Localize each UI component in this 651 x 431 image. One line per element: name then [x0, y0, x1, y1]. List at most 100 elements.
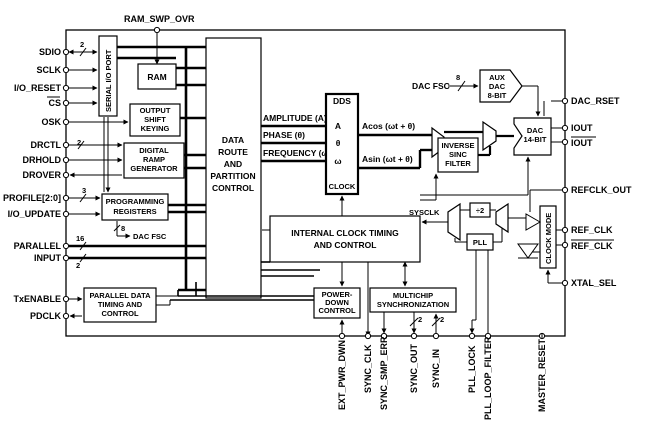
block-label: KEYING	[141, 124, 170, 133]
block-label: CONTROL	[212, 183, 254, 193]
clock-mux-2	[495, 202, 509, 234]
signal-dac-fsc-left: DAC FSC	[133, 232, 167, 241]
pin-pdclk: PDCLK	[30, 311, 61, 321]
block-label: PROGRAMMING	[106, 197, 165, 206]
bus-width-profile: 3	[82, 186, 86, 195]
bottom-wires	[339, 312, 543, 338]
pin-iout-bar: IOUT	[571, 138, 593, 148]
block-label: DOWN	[325, 298, 349, 307]
pin-io-reset: I/O_RESET	[14, 83, 62, 93]
thick-buses	[69, 45, 206, 292]
signal-amplitude: AMPLITUDE (A)	[263, 113, 327, 123]
bus-width-parallel-2: 2	[76, 261, 80, 270]
block-label: CLOCK MODE	[544, 213, 553, 264]
pin-sdio: SDIO	[39, 47, 61, 57]
drg-block: DIGITAL RAMP GENERATOR	[123, 142, 185, 179]
buffer-symbol	[525, 213, 542, 231]
pin-sync-smp-err: SYNC_SMP_ERR	[379, 336, 389, 410]
pin-drover: DROVER	[22, 170, 61, 180]
signal-dac-fsc: DAC FSC	[412, 81, 450, 91]
block-label: SYNCHRONIZATION	[377, 300, 449, 309]
dds-phase-port: θ	[336, 138, 341, 148]
block-label: SINC	[449, 150, 468, 159]
pin-ref-clk-bar: REF_CLK	[571, 241, 613, 251]
dac-14bit-block: DAC 14-BIT	[513, 117, 552, 156]
pin-pll-lock: PLL_LOCK	[467, 345, 477, 393]
pin-ram-swp-ovr: RAM_SWP_OVR	[124, 14, 195, 65]
block-label: RAM	[147, 72, 166, 82]
bus-width-drctl: 2	[77, 138, 81, 147]
bus-width-prog-out: 8	[121, 224, 125, 233]
block-label: AND	[224, 159, 242, 169]
pdt-wires	[69, 295, 178, 319]
chip-outline	[65, 29, 566, 337]
signal-sysclk: SYSCLK	[409, 208, 440, 217]
block-label: CONTROL	[101, 309, 138, 318]
pll-wires	[421, 209, 526, 336]
serial-wires	[68, 47, 98, 106]
block-label: SERIAL I/O PORT	[104, 49, 113, 112]
control-feedback-lines	[170, 261, 320, 301]
pin-osk: OSK	[41, 117, 61, 127]
block-label: DIGITAL	[139, 146, 169, 155]
osk-block: OUTPUT SHIFT KEYING	[129, 103, 181, 137]
pin-refclk-out: REFCLK_OUT	[571, 185, 632, 195]
block-label: DAC	[527, 126, 544, 135]
block-label: AND CONTROL	[314, 240, 377, 250]
dds-amplitude-port: A	[335, 121, 341, 131]
block-label: FILTER	[445, 159, 471, 168]
block-label: PLL	[473, 238, 488, 247]
block-label: AUX	[489, 73, 505, 82]
bus-slashes	[79, 241, 87, 263]
signal-phase: PHASE (θ)	[263, 130, 305, 140]
dac-out-wires	[543, 100, 562, 143]
signal-asin: Asin (ωt + θ)	[362, 154, 413, 164]
clock-mux	[447, 202, 461, 242]
pin-iout: IOUT	[571, 123, 593, 133]
pin-pll-loop-filter: PLL_LOOP_FILTER	[483, 336, 493, 420]
block-label: DAC	[489, 82, 506, 91]
block-label: 8-BIT	[488, 91, 507, 100]
right-pins	[561, 97, 569, 287]
bus-width-sdio: 2	[80, 40, 84, 49]
block-label: DATA	[222, 135, 244, 145]
internal-clock-block: INTERNAL CLOCK TIMING AND CONTROL	[269, 215, 421, 263]
bus-width-aux: 8	[456, 73, 460, 82]
pin-sync-clk: SYNC_CLK	[363, 344, 373, 393]
block-label: INVERSE	[442, 141, 475, 150]
pin-xtal-sel: XTAL_SEL	[571, 278, 617, 288]
block-label: SHIFT	[144, 115, 166, 124]
block-label: PARTITION	[210, 171, 255, 181]
pin-cs: CS	[48, 98, 61, 108]
dds-outputs	[358, 133, 432, 170]
power-down-block: POWER- DOWN CONTROL	[313, 287, 361, 319]
left-pins	[62, 48, 70, 320]
block-label: 14-BIT	[524, 135, 547, 144]
dds-input-buses	[261, 124, 326, 163]
pin-io-update: I/O_UPDATE	[8, 209, 61, 219]
data-route-block: DATA ROUTE AND PARTITION CONTROL	[205, 37, 262, 299]
bus-width-sync-in: 2	[440, 315, 444, 324]
pin-sync-in: SYNC_IN	[431, 349, 441, 388]
pin-sclk: SCLK	[37, 65, 62, 75]
aux-wires	[448, 80, 541, 117]
pin-master-reset: MASTER_RESET	[537, 338, 547, 412]
pin-drctl: DRCTL	[31, 140, 62, 150]
block-label: TIMING AND	[98, 300, 143, 309]
block-label: ROUTE	[218, 147, 248, 157]
pll-block: PLL	[466, 233, 494, 251]
pin-dac-rset: DAC_RSET	[571, 96, 620, 106]
left-wires	[69, 117, 131, 239]
pin-drhold: DRHOLD	[23, 155, 62, 165]
mux-symbol-dac	[482, 120, 497, 152]
pin-sync-out: SYNC_OUT	[409, 343, 419, 393]
pin-label: RAM_SWP_OVR	[124, 14, 195, 24]
signal-frequency: FREQUENCY (ω)	[263, 148, 332, 158]
div2-block: ÷2	[469, 202, 491, 218]
clock-ctrl-wires	[262, 156, 531, 337]
parallel-data-timing-block: PARALLEL DATA TIMING AND CONTROL	[83, 287, 157, 323]
block-label: INTERNAL CLOCK TIMING	[291, 228, 399, 238]
pin-ext-pwr-dwn: EXT_PWR_DWN	[337, 340, 347, 410]
block-label: ÷2	[476, 206, 484, 215]
